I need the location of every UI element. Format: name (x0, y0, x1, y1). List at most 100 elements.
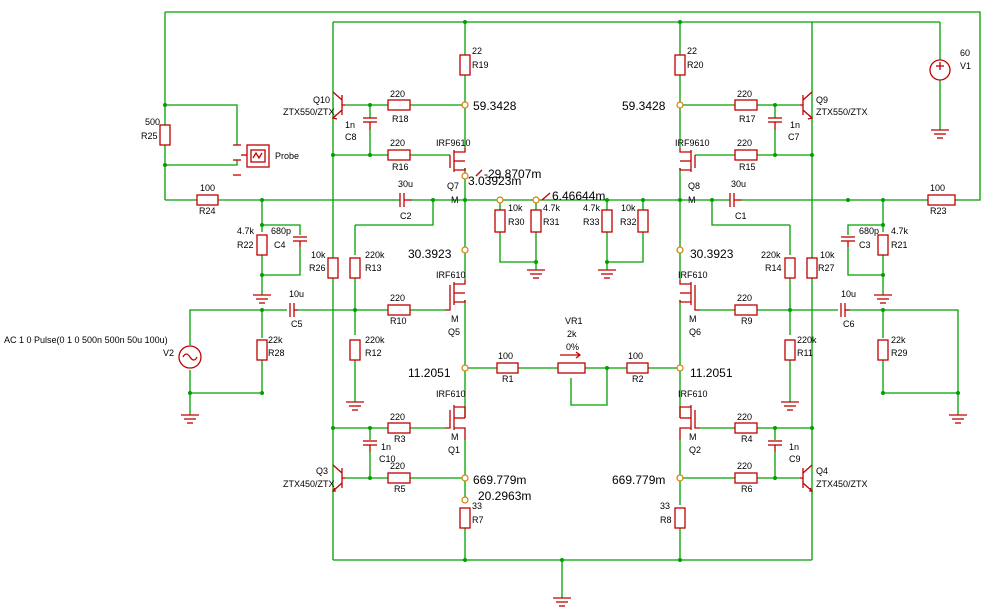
r26-name: R26 (309, 263, 326, 273)
c2-name: C2 (400, 211, 412, 221)
q7-name: Q7 (447, 181, 459, 191)
c1-name: C1 (735, 211, 747, 221)
r4-name: R4 (741, 434, 753, 444)
c5-name: C5 (291, 319, 303, 329)
r5-value: 220 (390, 461, 405, 471)
r7-name: R7 (472, 515, 484, 525)
r32-name: R32 (620, 217, 637, 227)
r22-name: R22 (237, 240, 254, 250)
q6-name: Q6 (689, 327, 701, 337)
r23-name: R23 (930, 206, 947, 216)
q6-pin: M (689, 314, 697, 324)
r1-name: R1 (502, 374, 514, 384)
r21-name: R21 (891, 240, 908, 250)
c3-value: 680p (859, 226, 879, 236)
component-labels: 22 R19 22 R20 220 R18 220 R17 220 R16 22… (4, 46, 971, 525)
c3-name: C3 (859, 240, 871, 250)
r27-name: R27 (818, 263, 835, 273)
q7-pin: M (451, 195, 459, 205)
voltage-mid: 6.46644m (552, 189, 605, 203)
capacitors (289, 117, 855, 452)
bjt-q3 (331, 464, 345, 492)
r23-value: 100 (930, 183, 945, 193)
r2-name: R2 (632, 374, 644, 384)
q9-name: Q9 (816, 95, 828, 105)
probe-icon (233, 144, 270, 176)
q4-name: Q4 (816, 466, 828, 476)
v1-value: 60 (960, 48, 970, 58)
bjt-q10 (331, 91, 345, 120)
q5-name: Q5 (448, 327, 460, 337)
r29-name: R29 (891, 348, 908, 358)
voltage-r7: 20.2963m (478, 489, 531, 503)
c9-value: 1n (789, 442, 799, 452)
q5-part: IRF610 (436, 270, 466, 280)
r20-name: R20 (687, 60, 704, 70)
mosfet-q8 (679, 148, 696, 172)
mosfet-q5 (445, 280, 466, 311)
r15-value: 220 (737, 138, 752, 148)
node-markers (461, 101, 684, 504)
r26-value: 10k (311, 250, 326, 260)
r12-name: R12 (365, 348, 382, 358)
c10-value: 1n (381, 442, 391, 452)
voltage-low-right: 11.2051 (690, 366, 733, 380)
c6-name: C6 (843, 319, 855, 329)
r25-name: R25 (141, 131, 158, 141)
vr1-name: VR1 (565, 316, 583, 326)
q3-part: ZTX450/ZTX (283, 479, 335, 489)
c5-value: 10u (289, 289, 304, 299)
voltage-bottom-right: 669.779m (612, 473, 665, 487)
r17-name: R17 (739, 114, 756, 124)
q2-part: IRF610 (678, 389, 708, 399)
c7-name: C7 (788, 132, 800, 142)
r16-value: 220 (390, 138, 405, 148)
mosfet-q2 (679, 405, 700, 440)
r1-value: 100 (498, 351, 513, 361)
mosfet-q1 (445, 405, 466, 440)
r14-value: 220k (761, 250, 781, 260)
r2-value: 100 (628, 351, 643, 361)
r12-value: 220k (365, 335, 385, 345)
r10-value: 220 (390, 293, 405, 303)
voltage-q7-b: 3.03923m (468, 174, 521, 188)
r28-value: 22k (268, 335, 283, 345)
r24-value: 100 (200, 183, 215, 193)
q8-pin: M (688, 195, 696, 205)
r31-value: 4.7k (543, 203, 561, 213)
r15-name: R15 (739, 162, 756, 172)
c4-value: 680p (271, 226, 291, 236)
q8-part: IRF9610 (675, 138, 710, 148)
r11-name: R11 (797, 348, 813, 358)
c10-name: C10 (379, 454, 396, 464)
r32-value: 10k (621, 203, 636, 213)
r3-value: 220 (390, 412, 405, 422)
r27-value: 10k (820, 250, 835, 260)
q10-name: Q10 (313, 95, 330, 105)
voltage-top-right: 59.3428 (622, 99, 666, 113)
q9-part: ZTX550/ZTX (816, 107, 868, 117)
r33-value: 4.7k (583, 203, 601, 213)
c6-value: 10u (841, 289, 856, 299)
r16-name: R16 (392, 162, 409, 172)
r3-name: R3 (394, 434, 406, 444)
vr1-setting: 0% (566, 342, 579, 352)
r22-value: 4.7k (237, 226, 255, 236)
c7-value: 1n (790, 120, 800, 130)
c9-name: C9 (789, 454, 801, 464)
voltage-readouts: 59.3428 59.3428 -29.8707m 3.03923m 6.466… (408, 99, 734, 503)
q3-name: Q3 (316, 466, 328, 476)
r9-name: R9 (741, 316, 753, 326)
q5-pin: M (451, 314, 459, 324)
r6-value: 220 (737, 461, 752, 471)
r33-name: R33 (583, 217, 600, 227)
voltage-top-left: 59.3428 (473, 99, 517, 113)
r29-value: 22k (891, 335, 906, 345)
wires (164, 11, 981, 598)
r4-value: 220 (737, 412, 752, 422)
c2-value: 30u (398, 179, 413, 189)
bjt-q9 (800, 91, 814, 120)
r5-name: R5 (394, 484, 406, 494)
